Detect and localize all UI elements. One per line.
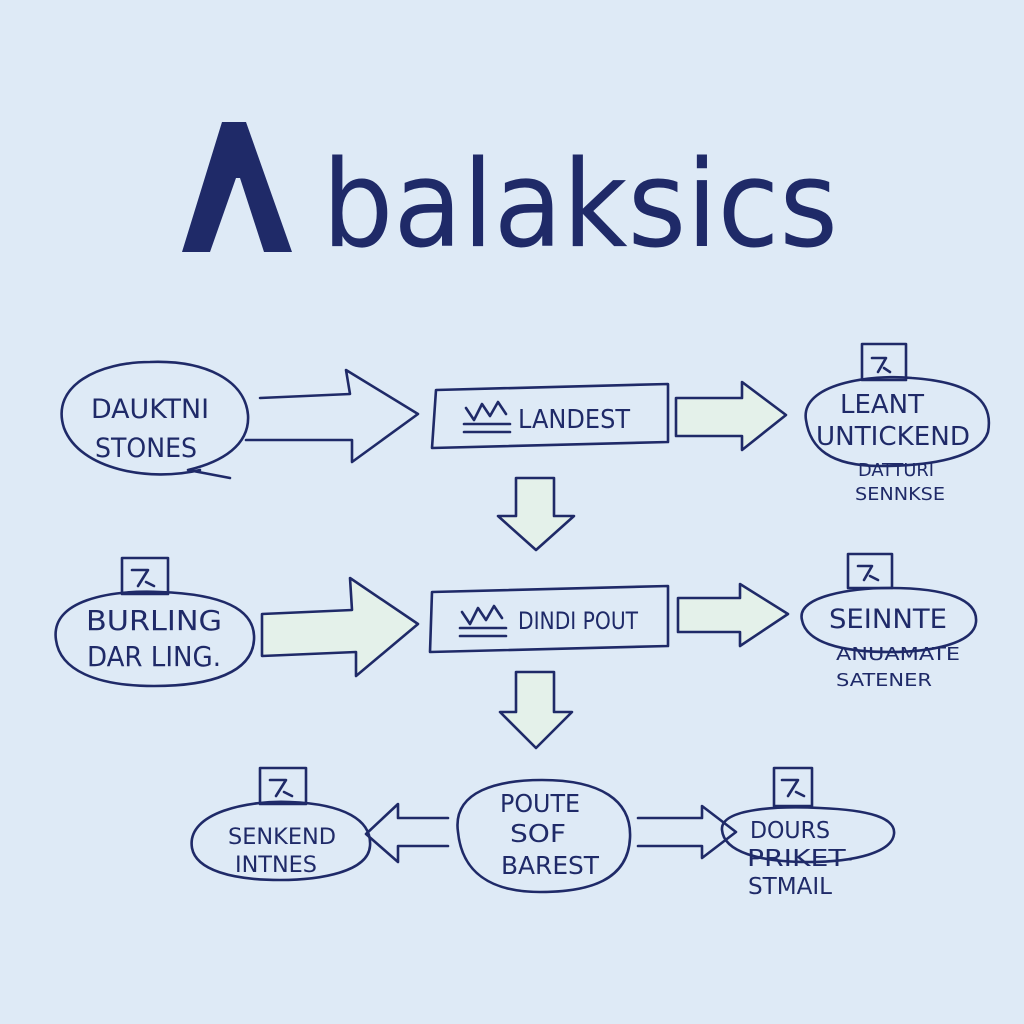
node-sublabel: ANUAMATE [836,644,960,665]
logo-mark-icon [182,122,292,252]
logo: balaksics [182,122,838,275]
node-dindi-pout: DINDI POUT [428,584,670,654]
node-label: DINDI POUT [518,607,639,635]
node-poute-sof-barest: POUTE SOF BAREST [456,778,632,894]
node-sublabel: DATTURI [858,460,934,481]
node-sublabel: SATENER [836,670,932,691]
node-label-line: DOURS [750,818,830,844]
node-landest: LANDEST [430,382,670,450]
chart-icon [462,400,512,434]
arrow-right [244,368,420,464]
chart-icon [458,604,508,638]
note-icon [258,766,308,806]
node-senkend: SENKEND INTNES [190,766,372,882]
node-label-line: BAREST [501,851,599,880]
arrow-left [364,802,450,864]
note-icon [860,342,908,382]
node-dours-priket: DOURS PRIKET- STMAIL [720,766,896,900]
arrow-right [636,804,738,860]
node-label: LANDEST [518,405,631,435]
node-dauktni-stones: DAUKTNI STONES [60,360,250,480]
node-label-line: SENKEND [228,825,336,850]
arrow-down [496,476,576,552]
node-label-line: SEINNTE [829,604,947,635]
node-sublabel: SENNKSE [855,484,945,505]
node-label-line: LEANT [840,390,925,420]
note-icon [772,766,814,808]
node-label-line: POUTE [500,789,580,818]
node-label-line: DAR LING. [87,640,221,673]
arrow-right [676,582,790,648]
node-label-line: SOF [510,819,566,848]
node-seinnte: SEINNTE ANUAMATE SATENER [800,552,978,691]
node-label-line: INTNES [235,853,317,878]
arrow-right [674,380,788,452]
arrow-right [260,576,420,678]
node-burling: BURLING DAR LING. [54,556,256,688]
node-label-line: BURLING [86,604,222,637]
logo-wordmark: balaksics [322,136,838,275]
node-label-line: STONES [95,433,197,464]
node-label-line: UNTICKEND [816,422,970,452]
node-label-line: DAUKTNI [91,394,209,425]
note-icon [120,556,170,596]
arrow-down [498,670,574,750]
node-leant-untickend: LEANT UNTICKEND DATTURI SENNKSE [804,342,991,505]
node-label-line: PRIKET- [747,846,853,872]
node-label-line: STMAIL [748,874,833,900]
